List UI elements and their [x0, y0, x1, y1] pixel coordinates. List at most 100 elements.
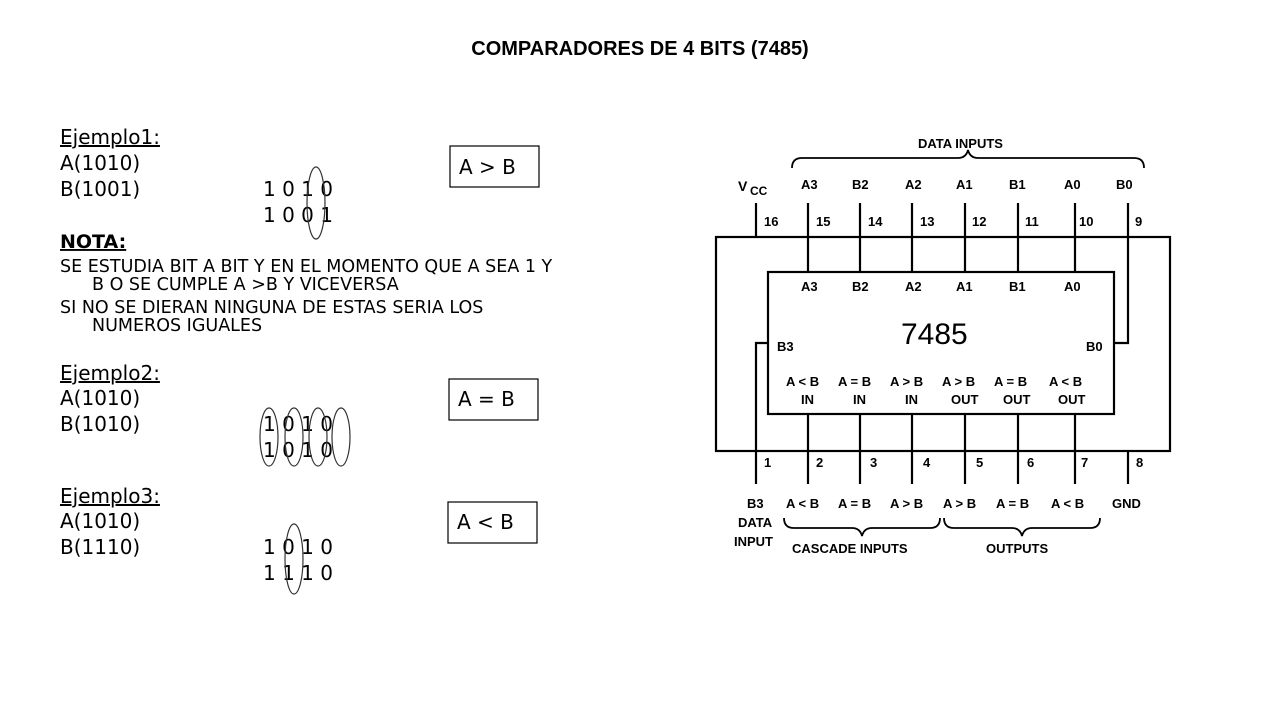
- cascade-inputs-label: CASCADE INPUTS: [792, 541, 908, 556]
- nota-section: NOTA: SE ESTUDIA BIT A BIT Y EN EL MOMEN…: [60, 231, 553, 336]
- nota-line-4: NUMEROS IGUALES: [92, 316, 262, 336]
- ejemplo1-bit-oval: [306, 166, 326, 240]
- ejemplo3-result-box: [447, 501, 538, 544]
- data-inputs-label: DATA INPUTS: [918, 136, 1003, 151]
- pin-10: 10: [1079, 214, 1093, 229]
- pin-13: 13: [920, 214, 934, 229]
- ejemplo1-heading: Ejemplo1:: [60, 125, 160, 149]
- pin-5: 5: [976, 455, 983, 470]
- nota-line-2: B O SE CUMPLE A >B Y VICEVERSA: [92, 275, 399, 295]
- pin-9: 9: [1135, 214, 1142, 229]
- inner-compare-6: A < B: [1049, 374, 1082, 389]
- inner-compare-4: A > B: [942, 374, 975, 389]
- pin-16: 16: [764, 214, 778, 229]
- pin-15: 15: [816, 214, 830, 229]
- ejemplo3-bit-oval: [284, 523, 304, 595]
- top-label-b1: B1: [1009, 177, 1026, 192]
- nota-line-1: SE ESTUDIA BIT A BIT Y EN EL MOMENTO QUE…: [60, 257, 553, 277]
- inner-label-b3: B3: [777, 339, 794, 354]
- ejemplo2-a: A(1010): [60, 386, 140, 410]
- ejemplo2-bit-oval-2: [284, 407, 304, 467]
- bottom-label-out-lt: A < B: [1051, 496, 1084, 511]
- pin-2: 2: [816, 455, 823, 470]
- bottom-label-out-eq: A = B: [996, 496, 1029, 511]
- inner-label-a2: A2: [905, 279, 922, 294]
- inner-label-b0: B0: [1086, 339, 1103, 354]
- pin-4: 4: [923, 455, 931, 470]
- inner-label-a0: A0: [1064, 279, 1081, 294]
- bottom-label-gnd: GND: [1112, 496, 1141, 511]
- inner-label-b1: B1: [1009, 279, 1026, 294]
- ejemplo2-bits-a: 1 0 1 0: [263, 412, 333, 436]
- package-outline: [714, 235, 1172, 453]
- data-input-label-1: DATA: [738, 515, 773, 530]
- ejemplo1-a: A(1010): [60, 151, 140, 175]
- inner-io-4: OUT: [951, 392, 979, 407]
- ejemplo2-heading: Ejemplo2:: [60, 361, 160, 385]
- ejemplo2-bits-b: 1 0 1 0: [263, 438, 333, 462]
- nota-line-3: SI NO SE DIERAN NINGUNA DE ESTAS SERIA L…: [60, 298, 483, 318]
- ejemplo1-bits-a: 1 0 1 0: [263, 177, 333, 201]
- bottom-label-out-gt: A > B: [943, 496, 976, 511]
- top-label-a0: A0: [1064, 177, 1081, 192]
- bottom-pin-leads: [754, 341, 1130, 484]
- inner-compare-1: A < B: [786, 374, 819, 389]
- top-pin-leads: [754, 203, 1130, 345]
- ejemplo2-result: A = B: [458, 387, 515, 411]
- ejemplo3-bits-b: 1 1 1 0: [263, 561, 333, 585]
- ejemplo2-b: B(1010): [60, 412, 140, 436]
- inner-label-a3: A3: [801, 279, 818, 294]
- chip-name: 7485: [901, 318, 968, 351]
- ejemplo3-heading: Ejemplo3:: [60, 484, 160, 508]
- pin-1: 1: [764, 455, 771, 470]
- ejemplo2-section: Ejemplo2: A(1010) B(1010) 1 0 1 0 1 0 1 …: [60, 361, 539, 467]
- ejemplo2-result-box: [448, 378, 539, 421]
- data-inputs-brace: [791, 149, 1145, 169]
- inner-io-5: OUT: [1003, 392, 1031, 407]
- ejemplo1-result: A > B: [459, 155, 516, 179]
- outputs-brace: [943, 517, 1101, 537]
- pin-14: 14: [868, 214, 883, 229]
- inner-compare-3: A > B: [890, 374, 923, 389]
- inner-compare-5: A = B: [994, 374, 1027, 389]
- pin-6: 6: [1027, 455, 1034, 470]
- outputs-label: OUTPUTS: [986, 541, 1048, 556]
- top-label-b2: B2: [852, 177, 869, 192]
- inner-compare-2: A = B: [838, 374, 871, 389]
- inner-io-1: IN: [801, 392, 814, 407]
- ejemplo3-bits-a: 1 0 1 0: [263, 535, 333, 559]
- top-label-a3: A3: [801, 177, 818, 192]
- bottom-label-cascade-gt: A > B: [890, 496, 923, 511]
- pin-12: 12: [972, 214, 986, 229]
- pin-3: 3: [870, 455, 877, 470]
- ejemplo3-result: A < B: [457, 510, 514, 534]
- inner-io-2: IN: [853, 392, 866, 407]
- nota-heading: NOTA:: [60, 231, 126, 253]
- ejemplo1-b: B(1001): [60, 177, 140, 201]
- pin-7: 7: [1081, 455, 1088, 470]
- inner-io-3: IN: [905, 392, 918, 407]
- ejemplo3-section: Ejemplo3: A(1010) B(1110) 1 0 1 0 1 1 1 …: [60, 484, 538, 595]
- top-label-a2: A2: [905, 177, 922, 192]
- vcc-label: V: [738, 178, 748, 194]
- vcc-sub-label: CC: [750, 184, 768, 198]
- pin-11: 11: [1025, 214, 1039, 229]
- inner-label-a1: A1: [956, 279, 973, 294]
- inner-label-b2: B2: [852, 279, 869, 294]
- ejemplo1-section: Ejemplo1: A(1010) B(1001) 1 0 1 0 1 0 0 …: [60, 125, 540, 240]
- pin-8: 8: [1136, 455, 1143, 470]
- ejemplo1-bits-b: 1 0 0 1: [263, 203, 333, 227]
- ejemplo2-bit-oval-3: [308, 407, 328, 467]
- bottom-label-cascade-lt: A < B: [786, 496, 819, 511]
- bottom-label-b3: B3: [747, 496, 764, 511]
- top-label-a1: A1: [956, 177, 973, 192]
- inner-io-6: OUT: [1058, 392, 1086, 407]
- pinout-diagram: DATA INPUTS V CC A3 B2 A2 A1 B1 A0 B0 16…: [714, 136, 1172, 556]
- ejemplo1-result-box: [449, 145, 540, 188]
- ejemplo3-b: B(1110): [60, 535, 140, 559]
- ejemplo2-bit-oval-4: [331, 407, 351, 467]
- cascade-inputs-brace: [783, 517, 941, 537]
- ejemplo3-a: A(1010): [60, 509, 140, 533]
- bottom-label-cascade-eq: A = B: [838, 496, 871, 511]
